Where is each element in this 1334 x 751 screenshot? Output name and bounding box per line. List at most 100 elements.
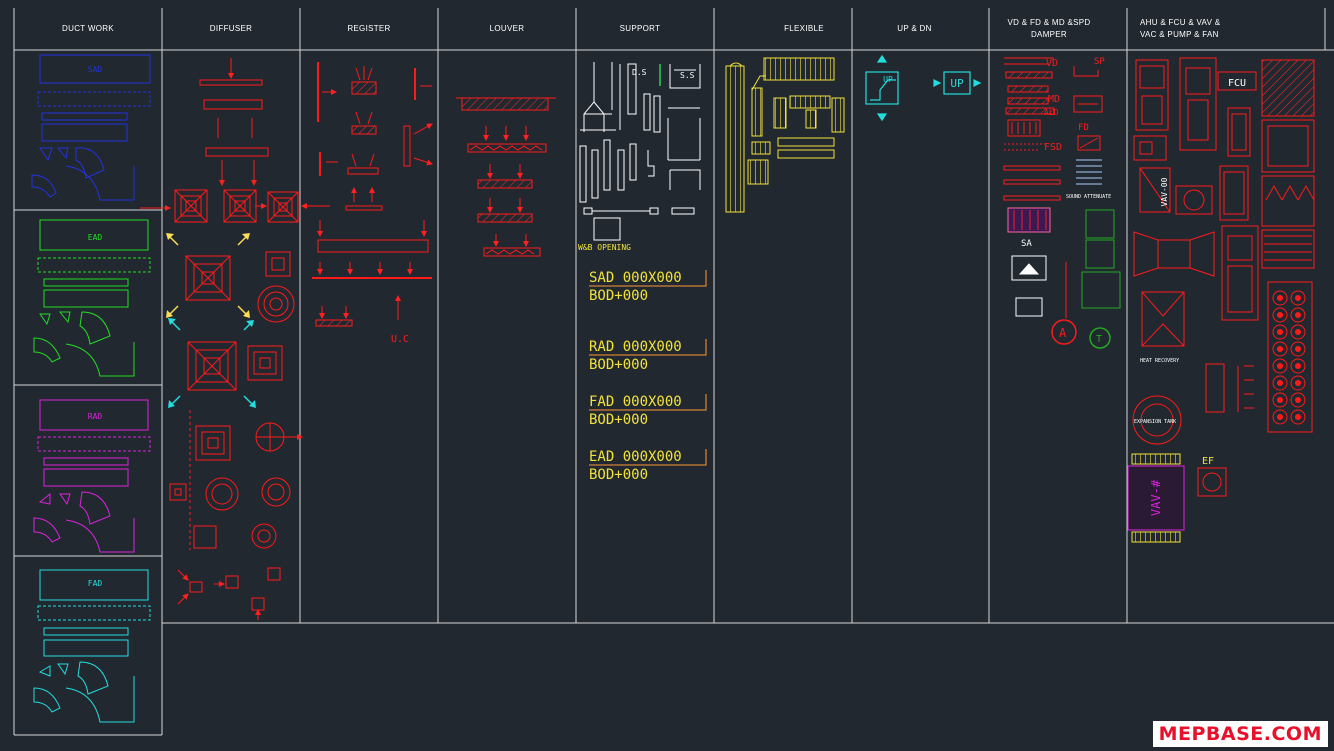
coil-circle (1290, 392, 1306, 408)
equip-label-fcu: FCU (1228, 78, 1246, 89)
air-tag-leader (589, 394, 707, 411)
equipment-coil-grid (1272, 290, 1306, 425)
coil-dot (1295, 346, 1301, 352)
coil-circle (1290, 307, 1306, 323)
coil-dot (1295, 414, 1301, 420)
equip-label-ef: EF (1202, 456, 1214, 467)
equipment-symbols (1132, 57, 1315, 497)
coil-dot (1277, 346, 1283, 352)
damper-label-fd: FD (1078, 123, 1089, 133)
table-grid (13, 8, 1334, 736)
header-equipment-line1: AHU & FCU & VAV & (1140, 18, 1221, 27)
air-tag-leader (589, 339, 707, 356)
equipment-vav-box (1127, 453, 1185, 543)
header-diffuser: DIFFUSER (209, 24, 253, 33)
air-tag-leader (589, 270, 707, 287)
coil-circle (1272, 358, 1288, 374)
damper-symbols (1003, 57, 1121, 349)
equipment-labels: FCU VAV-00 HEAT RECOVERY EXPANSION TANK … (1134, 78, 1246, 516)
watermark-logo: MEPBASE.COM (1152, 721, 1328, 747)
coil-dot (1277, 363, 1283, 369)
damper-label-ald: ALD (1044, 108, 1059, 117)
damper-labels: VD MD ALD FSD SP FD SOUND ATTENUATE SA A… (1021, 57, 1111, 345)
support-label-ds: D.S (632, 68, 647, 77)
header-damper: VD & FD & MD &SPD DAMPER (989, 18, 1109, 40)
coil-circle (1290, 375, 1306, 391)
damper-label-a: A (1059, 326, 1067, 340)
coil-circle (1272, 290, 1288, 306)
header-duct-work: DUCT WORK (62, 24, 114, 33)
louver-symbols (456, 97, 556, 257)
coil-circle (1272, 392, 1288, 408)
coil-circle (1272, 375, 1288, 391)
equip-label-tank: EXPANSION TANK (1134, 419, 1176, 425)
updn-label-up1: UP (883, 75, 893, 84)
header-equipment: AHU & FCU & VAV & VAC & PUMP & FAN (1140, 18, 1240, 40)
coil-dot (1277, 397, 1283, 403)
coil-circle (1290, 290, 1306, 306)
air-tag-name: RAD 000X000 (589, 339, 682, 355)
coil-dot (1295, 363, 1301, 369)
header-damper-line2: DAMPER (1030, 30, 1068, 39)
coil-dot (1277, 295, 1283, 301)
duct-group-ead: EAD (33, 219, 151, 377)
coil-circle (1272, 324, 1288, 340)
air-tag-bod: BOD+000 (589, 288, 648, 304)
air-tag-name: SAD 000X000 (589, 270, 682, 286)
coil-circle (1272, 409, 1288, 425)
equip-label-heat: HEAT RECOVERY (1140, 358, 1179, 364)
coil-dot (1277, 329, 1283, 335)
header-damper-line1: VD & FD & MD &SPD (1007, 18, 1091, 27)
coil-circle (1272, 307, 1288, 323)
air-tag-name: FAD 000X000 (589, 394, 682, 410)
equipment-fcu-tag (1217, 71, 1257, 91)
duct-label-rad: RAD (88, 412, 103, 421)
header-flexible: FLEXIBLE (784, 24, 824, 33)
support-label-opening: W&B OPENING (578, 243, 631, 252)
damper-label-md: MD (1048, 94, 1060, 105)
duct-group-sad: SAD (31, 54, 151, 201)
damper-label-sp: SP (1094, 57, 1105, 67)
coil-dot (1295, 380, 1301, 386)
air-tag-bod: BOD+000 (589, 467, 648, 483)
damper-label-sound: SOUND ATTENUATE (1066, 194, 1111, 200)
register-symbols (312, 62, 433, 327)
coil-circle (1290, 324, 1306, 340)
equip-label-vav00: VAV-00 (1160, 177, 1169, 206)
header-louver: LOUVER (489, 24, 525, 33)
coil-dot (1295, 312, 1301, 318)
coil-dot (1295, 397, 1301, 403)
damper-label-fsd: FSD (1044, 142, 1062, 153)
damper-label-sa: SA (1021, 239, 1032, 249)
header-register: REGISTER (347, 24, 391, 33)
duct-label-ead: EAD (88, 233, 103, 242)
coil-circle (1290, 358, 1306, 374)
air-tag-bod: BOD+000 (589, 357, 648, 373)
coil-dot (1295, 329, 1301, 335)
duct-group-rad: RAD (33, 399, 151, 553)
coil-circle (1272, 341, 1288, 357)
duct-label-sad: SAD (88, 65, 103, 74)
coil-circle (1290, 409, 1306, 425)
equip-label-vavn: VAV-# (1149, 479, 1163, 516)
damper-label-vd: VD (1046, 58, 1058, 69)
flexible-symbols (725, 57, 845, 213)
register-label-uc: U.C (391, 334, 409, 345)
coil-dot (1277, 414, 1283, 420)
header-equipment-line2: VAC & PUMP & FAN (1140, 30, 1219, 39)
support-label-ss: S.S (680, 71, 695, 80)
damper-label-t: T (1096, 334, 1102, 345)
duct-label-fad: FAD (88, 579, 103, 588)
support-symbols (579, 62, 701, 241)
duct-group-fad: FAD (33, 569, 151, 723)
coil-circle (1290, 341, 1306, 357)
diffuser-direction-arrows (166, 233, 256, 408)
air-tag-bod: BOD+000 (589, 412, 648, 428)
coil-dot (1295, 295, 1301, 301)
updn-label-up2: UP (950, 77, 964, 90)
up-dn-symbols (865, 54, 982, 122)
diffuser-symbols (140, 58, 330, 620)
coil-dot (1277, 312, 1283, 318)
